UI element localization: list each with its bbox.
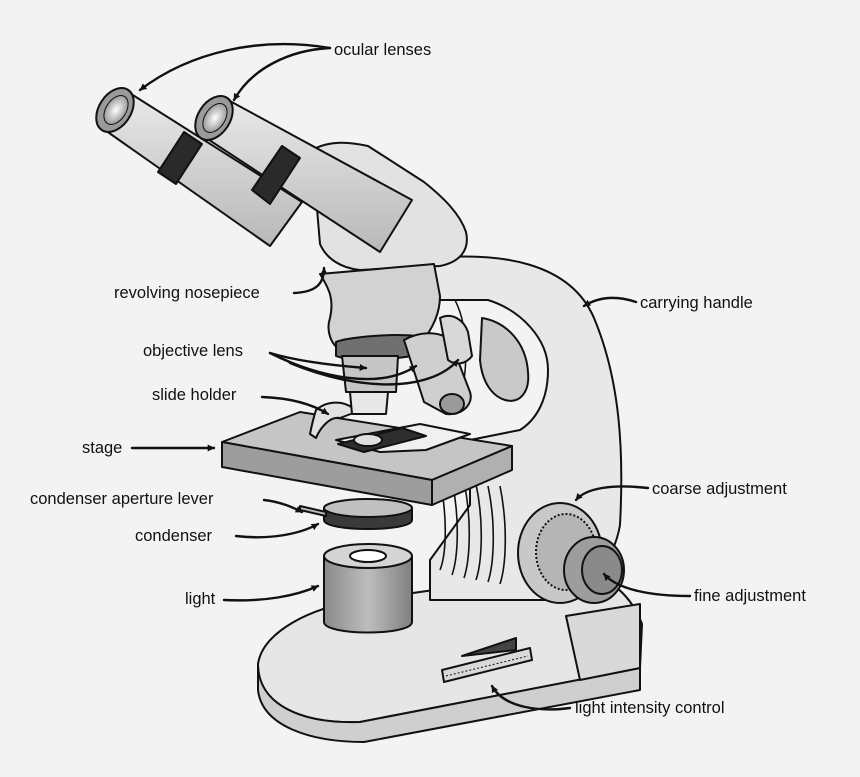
label-stage: stage [82, 439, 122, 457]
arrow-coarse-adjustment [574, 485, 650, 502]
label-condenser: condenser [135, 527, 213, 545]
arrow-ocular-lenses-left [138, 42, 332, 92]
arrow-condenser-aperture-lever [262, 498, 304, 514]
arrow-light-intensity-control [490, 684, 572, 711]
ocular-tube-right [194, 95, 413, 253]
label-condenser-aperture-lever: condenser aperture lever [30, 490, 214, 508]
ocular-tube-left [95, 87, 303, 247]
label-light-intensity-control: light intensity control [575, 699, 725, 717]
arrow-carrying-handle [582, 296, 638, 308]
arrow-revolving-nosepiece [292, 266, 328, 295]
label-carrying-handle: carrying handle [640, 294, 753, 312]
leader-arrows [130, 42, 692, 711]
arrow-objective-lens-1 [268, 351, 368, 372]
microscope-condenser [299, 498, 413, 530]
adjustment-knobs [517, 502, 625, 604]
arrow-fine-adjustment [602, 572, 692, 598]
label-revolving-nosepiece: revolving nosepiece [114, 284, 260, 302]
diagram-labels: ocular lenses revolving nosepiece carryi… [30, 41, 806, 717]
arrow-objective-lens-3 [288, 358, 460, 386]
label-slide-holder: slide holder [152, 386, 237, 404]
arrow-ocular-lenses-right [232, 46, 332, 102]
arrow-light [222, 584, 320, 602]
arrow-slide-holder [260, 395, 330, 416]
arrow-objective-lens-2 [268, 351, 418, 381]
label-objective-lens: objective lens [143, 342, 243, 360]
ocular-tubes [95, 87, 413, 253]
arrow-condenser [234, 522, 320, 539]
label-fine-adjustment: fine adjustment [694, 587, 806, 605]
light-intensity-dial [441, 637, 533, 683]
microscope-stage [221, 411, 513, 506]
label-light: light [185, 590, 216, 608]
label-coarse-adjustment: coarse adjustment [652, 480, 787, 498]
label-ocular-lenses: ocular lenses [334, 41, 431, 59]
microscope-light [323, 543, 413, 634]
